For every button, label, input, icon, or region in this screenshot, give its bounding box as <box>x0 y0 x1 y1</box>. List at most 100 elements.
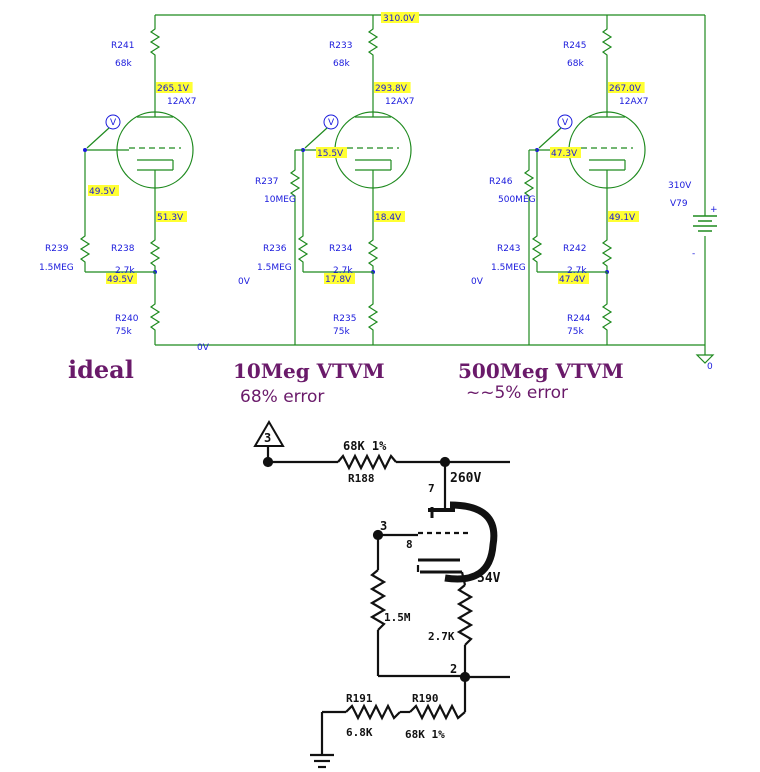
caption-10meg: 10Meg VTVM <box>233 359 385 383</box>
meter-resistor-name: R246 <box>489 177 513 187</box>
supply-rail <box>155 14 706 346</box>
battery-plus: + <box>710 205 718 215</box>
ground-node-label: 0 <box>707 362 713 372</box>
meter-node-voltage: 15.5V <box>317 149 344 159</box>
plate-voltage: 265.1V <box>157 84 190 94</box>
junction-dot <box>83 148 87 152</box>
meter-node-voltage-highlight <box>316 147 347 158</box>
grid-leak-value: 1.5MEG <box>39 263 74 273</box>
meter-resistor-name: R237 <box>255 177 278 187</box>
stage-3: V 47.3V R246 500MEG R245 68k 267.0V 12AX7 49.1V R… <box>489 15 649 345</box>
voltage-probe-icon <box>557 114 573 130</box>
cathode-voltage: 51.3V <box>157 213 184 223</box>
tap-voltage-highlight <box>558 273 589 284</box>
grid-voltage: 49.5V <box>89 187 116 197</box>
meter-node-voltage-highlight <box>550 147 581 158</box>
stage-1: VR24168k265.1V12AX749.5V51.3VR2382.7k49.… <box>39 15 197 345</box>
tap-voltage: 17.8V <box>325 275 352 285</box>
grid-leak-resistor <box>80 231 90 267</box>
plate-voltage-260: 260V <box>450 471 481 486</box>
rail-voltage-highlight <box>381 12 419 23</box>
grid-leak-name: R239 <box>45 244 69 254</box>
r188-value: 68K 1% <box>343 439 387 453</box>
tube-type: 12AX7 <box>385 97 415 107</box>
cathode-resistor-value: 2.7k <box>115 266 135 276</box>
error-10meg: 68% error <box>240 387 324 407</box>
bottom-resistor-name: R235 <box>333 314 356 324</box>
grid-leak-resistor <box>532 231 542 267</box>
triangle-label: 3 <box>264 431 271 445</box>
bottom-resistor <box>150 299 160 335</box>
tap-voltage: 47.4V <box>559 275 586 285</box>
cathode-voltage-54: 54V <box>477 571 501 586</box>
tube-type: 12AX7 <box>167 97 197 107</box>
probe-label: V <box>562 118 569 128</box>
plate-resistor <box>602 24 612 60</box>
node-2: 2 <box>450 662 457 676</box>
cathode-voltage: 49.1V <box>609 213 636 223</box>
bottom-resistor-value: 75k <box>333 327 350 337</box>
stage-2: V 15.5V R237 10MEG R233 68k 293.8V 12AX7 18.4V R2… <box>255 15 415 345</box>
pin-3: 3 <box>380 519 387 533</box>
plate-resistor-value: 68k <box>333 59 350 69</box>
grid-leak-name: R243 <box>497 244 520 254</box>
ground-label-meter1: 0V <box>238 277 251 287</box>
meter-resistor-value: 10MEG <box>264 195 296 205</box>
cathode-voltage-highlight <box>156 211 187 222</box>
r190-name: R190 <box>412 692 439 705</box>
tap-voltage: 49.5V <box>107 275 134 285</box>
bottom-resistor-value: 75k <box>567 327 584 337</box>
error-500meg: ~~5% error <box>466 383 568 403</box>
source-voltage: 310V <box>668 181 692 191</box>
pin-8: 8 <box>406 538 413 551</box>
tap-voltage-highlight <box>324 273 355 284</box>
meter-resistor-value: 500MEG <box>498 195 536 205</box>
cathode-voltage: 18.4V <box>375 213 402 223</box>
plate-resistor-name: R233 <box>329 41 352 51</box>
plate-voltage: 267.0V <box>609 84 642 94</box>
cathode-resistor-name: R238 <box>111 244 135 254</box>
original-schematic <box>253 420 510 769</box>
caption-ideal: ideal <box>68 355 134 384</box>
probe-label: V <box>328 118 335 128</box>
grid-leak-value: 1.5MEG <box>257 263 292 273</box>
plate-resistor-name: R245 <box>563 41 586 51</box>
tube-type: 12AX7 <box>619 97 649 107</box>
r191-value: 6.8K <box>346 726 373 739</box>
cathode-voltage-highlight <box>374 211 405 222</box>
cathode-resistor-value: 2.7k <box>567 266 587 276</box>
plate-voltage-highlight <box>374 82 411 93</box>
cathode-voltage-highlight <box>608 211 639 222</box>
bottom-resistor-name: R240 <box>115 314 139 324</box>
plate-voltage-highlight <box>156 82 193 93</box>
cathode-resistor-value: 2.7K <box>428 630 455 643</box>
probe-label: V <box>110 118 117 128</box>
battery-v79 <box>693 215 717 232</box>
plate-voltage-highlight <box>608 82 645 93</box>
plate-resistor <box>368 24 378 60</box>
bottom-resistor-name: R244 <box>567 314 591 324</box>
plate-resistor-value: 68k <box>567 59 584 69</box>
voltage-probe-icon <box>105 114 121 130</box>
rail-voltage: 310.0V <box>383 14 416 24</box>
bottom-resistor <box>368 299 378 335</box>
ground-label-main: 0V <box>197 343 210 353</box>
plate-resistor <box>150 24 160 60</box>
cathode-resistor-value: 2.7k <box>333 266 353 276</box>
meter-node-voltage: 47.3V <box>551 149 578 159</box>
grid-voltage-highlight <box>88 185 119 196</box>
grid-leak-value: 1.5M <box>384 611 411 624</box>
bottom-resistor <box>602 299 612 335</box>
plate-voltage: 293.8V <box>375 84 408 94</box>
r188-name: R188 <box>348 472 375 485</box>
cathode-resistor <box>368 235 378 271</box>
grid-leak-resistor <box>298 231 308 267</box>
ground-label-meter2: 0V <box>471 277 484 287</box>
ground-icon <box>695 345 715 364</box>
plate-resistor-name: R241 <box>111 41 134 51</box>
plate-resistor-value: 68k <box>115 59 132 69</box>
r190-value: 68K 1% <box>405 728 445 741</box>
battery-minus: - <box>692 249 695 259</box>
grid-leak-value: 1.5MEG <box>491 263 526 273</box>
